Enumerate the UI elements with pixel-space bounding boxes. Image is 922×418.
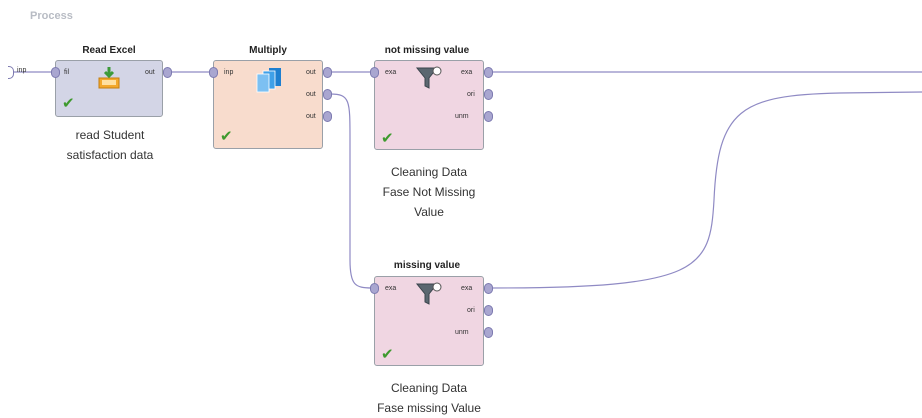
missing-status-check-icon: ✔ xyxy=(381,346,394,363)
not-missing-port-out1-label: exa xyxy=(461,69,473,76)
read-excel-caption-line: read Student xyxy=(75,128,145,142)
missing-title: missing value xyxy=(393,260,461,271)
read-excel-port-fil-label: fil xyxy=(64,69,70,76)
multiply-status-check-icon: ✔ xyxy=(220,128,233,145)
missing-output-port-exa[interactable] xyxy=(484,283,493,294)
missing-input-port[interactable] xyxy=(370,283,379,294)
multiply-port-inp-label: inp xyxy=(224,69,234,76)
multiply-port-out2-label: out xyxy=(306,91,316,98)
read-excel-input-port[interactable] xyxy=(51,67,60,78)
multiply-port-out3-label: out xyxy=(306,113,316,120)
filter-icon xyxy=(415,66,442,89)
missing-output-port-unm[interactable] xyxy=(484,327,493,338)
multiply-title: Multiply xyxy=(249,45,287,56)
multiply-input-port[interactable] xyxy=(209,67,218,78)
not-missing-port-out2-label: ori xyxy=(467,91,475,98)
missing-port-out2-label: ori xyxy=(467,307,475,314)
import-icon xyxy=(98,67,120,89)
missing-port-out1-label: exa xyxy=(461,285,473,292)
missing-port-in-label: exa xyxy=(385,285,397,292)
read-excel-title: Read Excel xyxy=(82,45,136,56)
wire-missing-output xyxy=(489,91,922,289)
not-missing-caption-line: Value xyxy=(414,205,444,219)
not-missing-input-port[interactable] xyxy=(370,67,379,78)
multiply-icon xyxy=(256,68,281,93)
not-missing-operator[interactable]: exa exa ori unm ✔ xyxy=(374,60,484,150)
multiply-port-out1-label: out xyxy=(306,69,316,76)
not-missing-output-port-unm[interactable] xyxy=(484,111,493,122)
multiply-output-port-1[interactable] xyxy=(323,67,332,78)
process-input-port[interactable] xyxy=(8,66,14,79)
multiply-output-port-3[interactable] xyxy=(323,111,332,122)
not-missing-status-check-icon: ✔ xyxy=(381,130,394,147)
read-excel-output-port[interactable] xyxy=(163,67,172,78)
process-title: Process xyxy=(30,10,73,22)
read-excel-caption-line: satisfaction data xyxy=(66,148,154,162)
read-excel-status-check-icon: ✔ xyxy=(62,95,75,112)
missing-operator[interactable]: exa exa ori unm ✔ xyxy=(374,276,484,366)
missing-caption-line: Cleaning Data xyxy=(390,381,468,395)
not-missing-title: not missing value xyxy=(384,45,470,56)
read-excel-operator[interactable]: fil out ✔ xyxy=(55,60,163,117)
filter-icon xyxy=(415,282,442,305)
not-missing-caption-line: Cleaning Data xyxy=(390,165,468,179)
missing-caption-line: Fase missing Value xyxy=(377,401,481,415)
not-missing-caption: Cleaning Data Fase Not Missing Value xyxy=(364,162,494,222)
not-missing-caption-line: Fase Not Missing xyxy=(382,185,476,199)
missing-caption: Cleaning Data Fase missing Value xyxy=(354,378,504,418)
not-missing-output-port-ori[interactable] xyxy=(484,89,493,100)
process-input-label: inp xyxy=(17,67,27,74)
missing-port-out3-label: unm xyxy=(455,329,469,336)
not-missing-port-in-label: exa xyxy=(385,69,397,76)
multiply-output-port-2[interactable] xyxy=(323,89,332,100)
missing-output-port-ori[interactable] xyxy=(484,305,493,316)
read-excel-caption: read Student satisfaction data xyxy=(40,125,180,165)
wire-multiply-to-missing xyxy=(329,93,373,289)
not-missing-output-port-exa[interactable] xyxy=(484,67,493,78)
not-missing-port-out3-label: unm xyxy=(455,113,469,120)
read-excel-port-out-label: out xyxy=(145,69,155,76)
multiply-operator[interactable]: inp out out out ✔ xyxy=(213,60,323,149)
